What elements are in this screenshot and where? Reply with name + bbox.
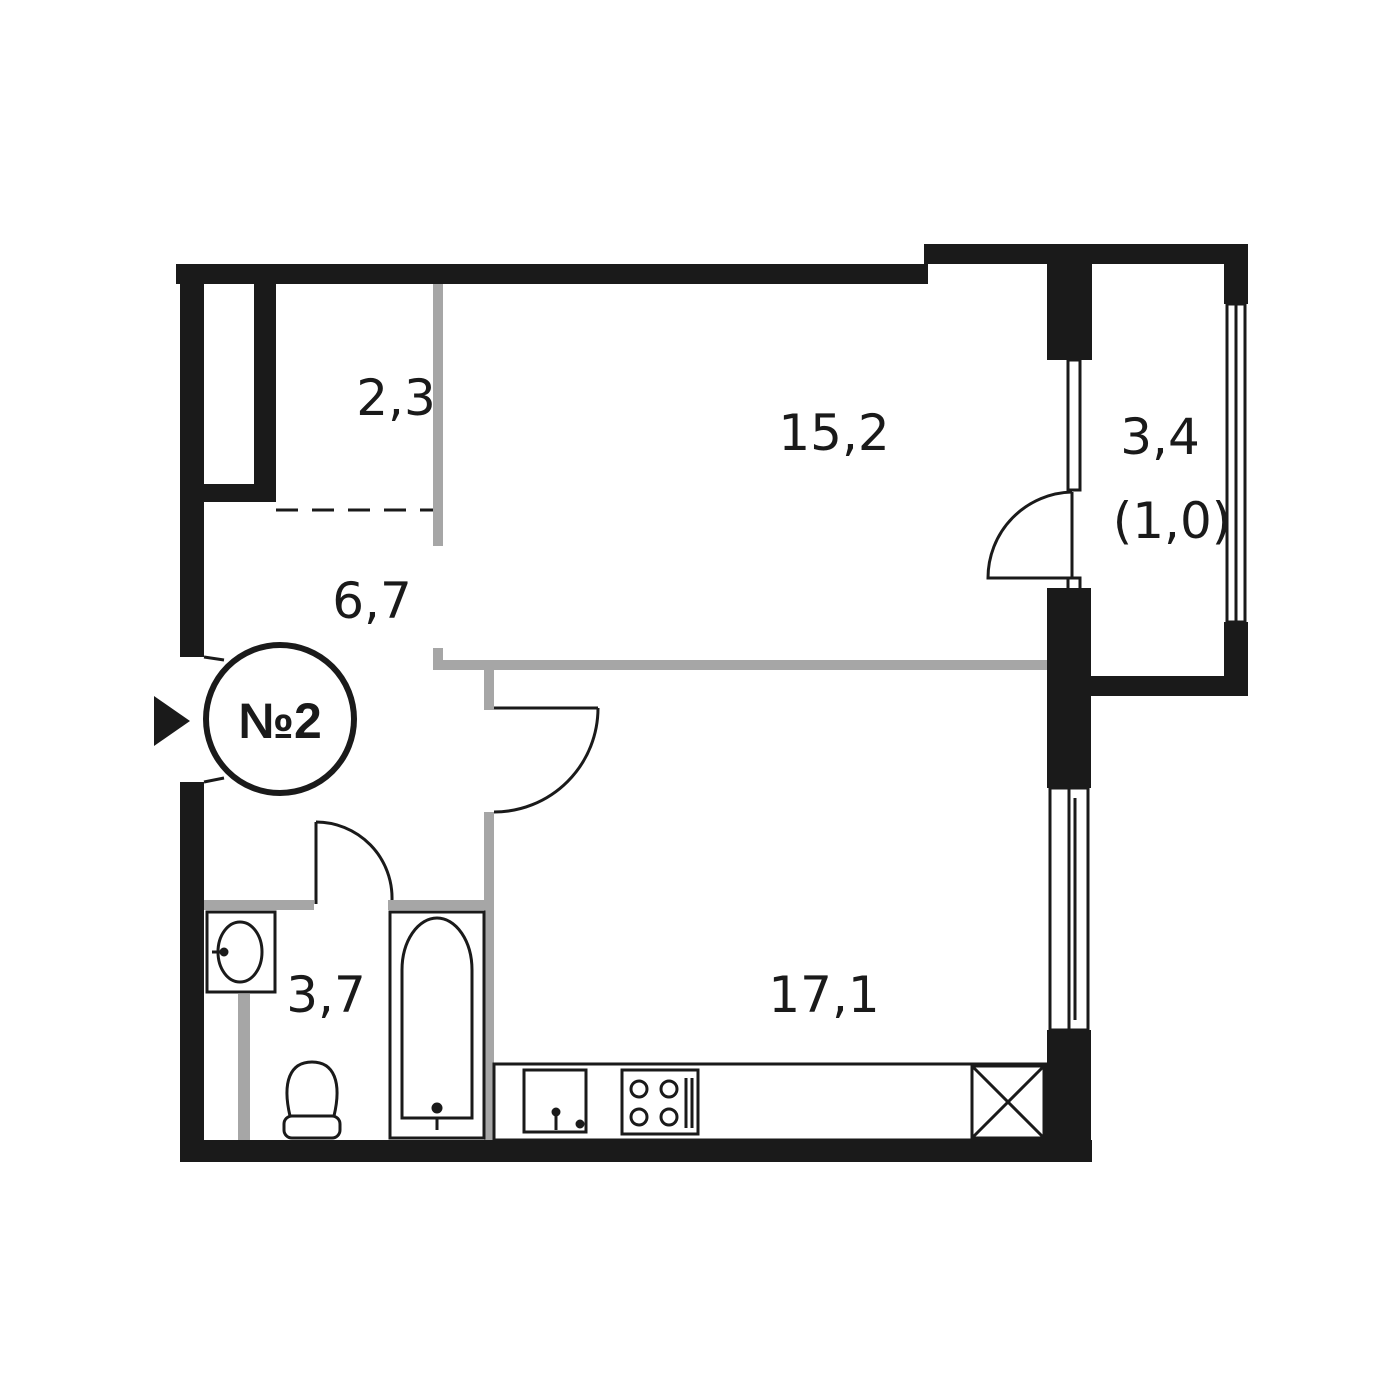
outer-walls: [176, 244, 1248, 1162]
kitchen-fixtures: [492, 1062, 1049, 1142]
sink-icon: [205, 910, 277, 994]
bathroom-area: 3,7: [286, 966, 366, 1024]
wall-bottom: [180, 1140, 1092, 1162]
door-kitchen: [493, 706, 600, 814]
partition-sink: [238, 994, 250, 1140]
bathtub-icon: [388, 910, 486, 1140]
niche-bottom: [180, 484, 276, 502]
door-bathroom: [314, 820, 394, 904]
ventilation-shaft-icon: [970, 1064, 1046, 1140]
doors: [203, 490, 1074, 904]
partitions: [204, 284, 1047, 1140]
stove-icon: [620, 1068, 700, 1136]
window-balcony-door-lower: [1066, 576, 1082, 592]
window-balcony-door: [1066, 358, 1082, 492]
storage-area: 2,3: [356, 369, 436, 427]
partition-storage-living: [433, 284, 443, 546]
partition-bath-top: [204, 900, 314, 910]
bathroom-fixtures: [205, 910, 486, 1140]
kitchen-sink-icon: [522, 1068, 588, 1134]
toilet-icon: [282, 1060, 342, 1140]
room-labels: 2,3 15,2 3,4 (1,0) 6,7 3,7 17,1: [286, 369, 1231, 1024]
storage-walls: [180, 264, 276, 502]
balcony-wall-right-bottom: [1224, 622, 1248, 696]
hallway-area: 6,7: [332, 572, 412, 630]
apartment-number: №2: [238, 693, 322, 749]
door-balcony: [986, 490, 1074, 580]
niche-wall: [254, 264, 276, 500]
partition-bath-top-right: [388, 900, 488, 910]
balcony-wall-bottom: [1072, 676, 1248, 696]
apartment-badge: №2: [154, 642, 357, 796]
kitchen-counter: [492, 1062, 1049, 1142]
living-area: 15,2: [778, 404, 889, 462]
wall-left-lower: [180, 782, 204, 1160]
partition-kitchen-upper: [484, 670, 494, 710]
balcony-wall-left: [1072, 244, 1092, 360]
wall-top: [176, 264, 928, 284]
wall-right-lower: [1047, 1030, 1091, 1162]
balcony-area: 3,4: [1120, 408, 1200, 466]
windows: [1048, 302, 1247, 1032]
entrance-door-recess: [203, 655, 225, 784]
kitchen-area: 17,1: [768, 966, 879, 1024]
partition-kitchen-lower: [484, 812, 494, 1140]
balcony-wall-right-top: [1224, 244, 1248, 304]
wall-left-upper: [180, 264, 204, 657]
partition-living-kitchen: [433, 660, 1047, 670]
entrance-arrow-icon: [154, 696, 190, 746]
balcony-area-reduced: (1,0): [1113, 492, 1232, 550]
badge-circle: [203, 642, 357, 796]
